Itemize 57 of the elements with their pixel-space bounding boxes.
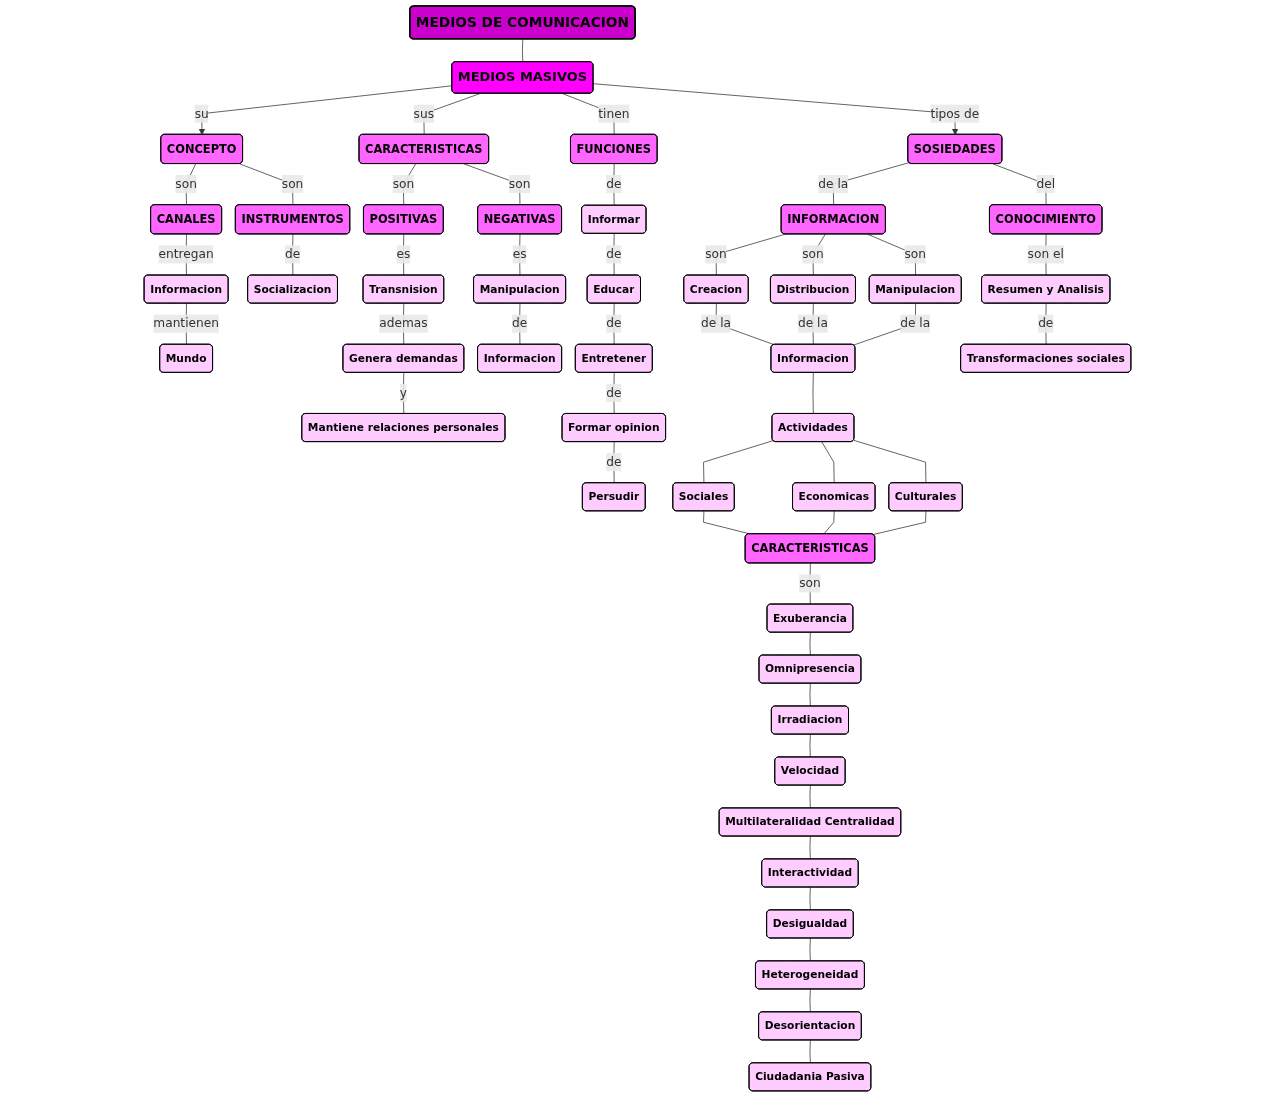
edge-label: de [605,454,621,469]
edge-label: son [508,176,530,191]
connector [809,836,811,860]
edge-label: son [174,176,197,191]
edge-label: son [904,246,926,262]
edge-label: tinen [597,106,629,121]
connector [809,887,811,911]
edge-label: es [512,246,527,262]
edge-label: de la [797,316,828,331]
edge-label: de la [899,316,930,331]
edge-label: del [1035,176,1055,191]
edge-label: de [1037,316,1053,331]
connector [809,683,811,707]
connector [809,734,811,758]
connector [822,510,835,535]
connector [612,303,615,345]
edge-label: sus [413,106,434,121]
edge-label: tipos de [929,106,979,121]
edge-label: de [605,385,621,400]
connector [809,632,811,656]
edge-label: de [605,176,621,191]
connector [809,1039,811,1064]
edge-label: son el [1027,246,1064,262]
edge-label: son [798,575,821,591]
edge-label: de [284,246,300,262]
edge-label: entregan [158,246,214,262]
connector [612,163,615,206]
connector [809,988,811,1013]
edge-label: son [392,176,414,191]
connector [812,372,814,415]
connector [809,938,811,962]
connector [872,510,926,535]
edge-label: es [395,246,410,262]
connector [612,372,615,415]
edge-label: son [704,246,727,262]
connector [422,93,480,136]
connector [612,233,615,276]
edge-label: de [511,316,527,331]
connector [820,441,835,484]
edge-label: su [194,106,209,121]
edge-label: son [801,246,824,262]
edge-label: ademas [378,316,428,331]
connector [1044,303,1047,345]
connector [518,303,520,345]
edge-label: mantienen [152,316,219,331]
connector [702,440,774,484]
edge-label: de la [700,316,731,331]
edge-label: de [605,316,621,331]
edge-label: son [281,176,303,191]
connector [809,785,811,809]
edge-label: y [399,385,407,400]
edge-label: de la [817,176,848,191]
connector [612,441,615,484]
edge-label: de [605,246,621,262]
connector [521,38,523,63]
connector [291,233,293,276]
connector [852,439,926,484]
